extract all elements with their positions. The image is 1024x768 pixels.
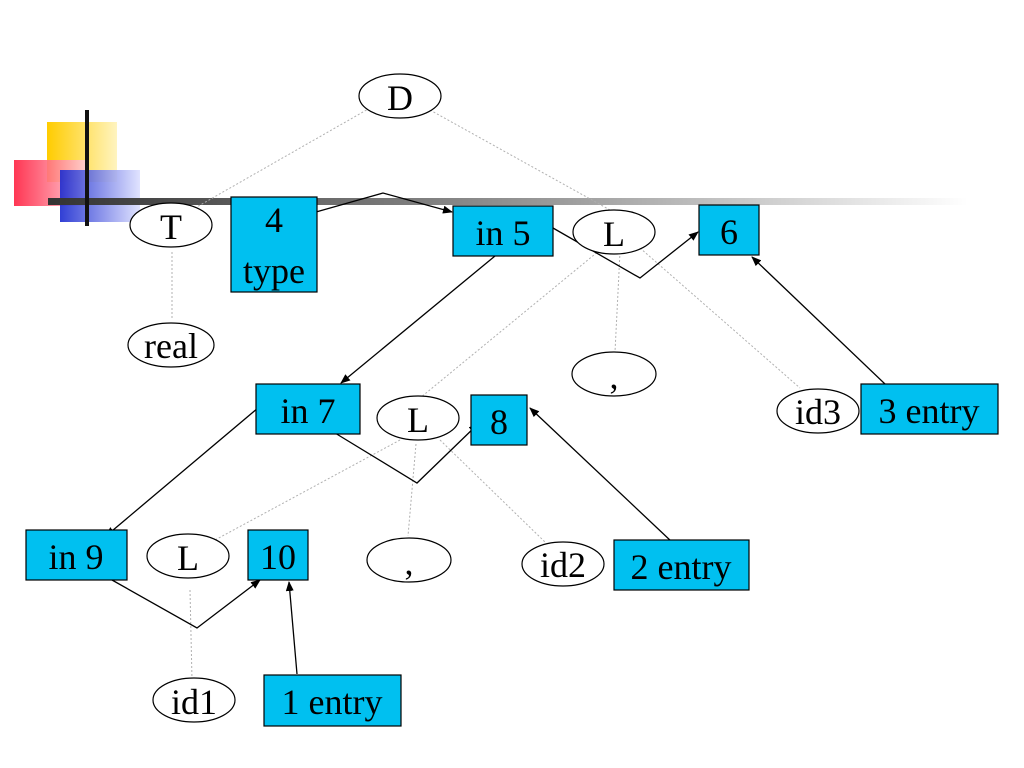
edge-L1-id3 — [639, 247, 801, 389]
node-L2-label: L — [407, 400, 429, 440]
node-L1-label: L — [603, 214, 625, 254]
box-3-entry-label: 3 entry — [879, 391, 980, 431]
tree-edges — [171, 107, 801, 681]
arrow-entry3-to-6 — [751, 256, 886, 385]
edge-L2-comma2 — [407, 443, 417, 537]
box-2-entry-label: 2 entry — [631, 547, 732, 587]
box-in5-label: in 5 — [475, 213, 530, 253]
arrow-in9-to-10 — [111, 579, 261, 629]
arrow-type-to-in5 — [315, 192, 453, 214]
attribute-boxes: 4 type in 5 6 in 7 8 in 9 10 3 en — [25, 196, 999, 727]
edge-L2-id2 — [439, 439, 546, 543]
tree-nodes: D T real L , id3 L , — [127, 73, 860, 723]
edge-D-T — [194, 107, 371, 209]
box-8-label: 8 — [490, 402, 508, 442]
arrow-in7-to-8 — [334, 423, 479, 484]
node-comma2-label: , — [405, 542, 414, 582]
box-1-entry: 1 entry — [263, 674, 402, 727]
box-3-entry: 3 entry — [860, 383, 999, 435]
box-in7: in 7 — [255, 383, 361, 435]
box-2-entry: 2 entry — [613, 539, 750, 591]
node-T: T — [129, 202, 213, 248]
box-6: 6 — [698, 204, 760, 256]
box-in9-label: in 9 — [48, 537, 103, 577]
box-in7-label: in 7 — [280, 391, 335, 431]
node-id3: id3 — [776, 388, 860, 434]
edge-L2-L3 — [214, 439, 401, 541]
box-8: 8 — [470, 394, 528, 446]
decorative-logo — [14, 110, 968, 226]
edge-L3-id1 — [189, 589, 193, 681]
box-in9: in 9 — [25, 529, 128, 581]
node-D-label: D — [387, 78, 413, 118]
box-4-type: 4 type — [230, 196, 318, 293]
edge-D-L1 — [429, 109, 611, 211]
arrow-entry1-to-10 — [285, 581, 298, 675]
box-in5: in 5 — [452, 205, 554, 257]
node-id3-label: id3 — [795, 392, 841, 432]
edge-L1-comma1 — [614, 251, 621, 353]
box-6-label: 6 — [720, 212, 738, 252]
dependency-arrows — [105, 192, 886, 675]
edge-L1-L2 — [419, 249, 601, 399]
arrow-entry2-to-8 — [529, 407, 673, 543]
node-real: real — [127, 322, 215, 368]
node-comma1-label: , — [610, 356, 619, 396]
logo-horizontal-bar — [48, 198, 968, 205]
box-1-entry-label: 1 entry — [282, 682, 383, 722]
node-id2-label: id2 — [540, 545, 586, 585]
box-4-type-line2: type — [243, 251, 305, 291]
node-D: D — [358, 73, 442, 119]
box-10: 10 — [247, 529, 309, 581]
node-L3: L — [146, 533, 230, 579]
node-real-label: real — [144, 326, 198, 366]
node-id1-label: id1 — [171, 682, 217, 722]
node-comma1: , — [571, 351, 657, 397]
node-comma2: , — [366, 537, 452, 583]
arrow-in5-to-in7 — [340, 255, 496, 384]
node-L1: L — [572, 209, 656, 255]
node-id2: id2 — [521, 541, 605, 587]
box-10-label: 10 — [260, 537, 296, 577]
arrow-in7-to-in9 — [105, 407, 259, 537]
logo-blue-square — [60, 170, 140, 222]
node-L3-label: L — [177, 538, 199, 578]
node-L2: L — [376, 395, 460, 441]
node-T-label: T — [160, 207, 182, 247]
box-4-type-line1: 4 — [265, 200, 283, 240]
node-id1: id1 — [152, 677, 236, 723]
